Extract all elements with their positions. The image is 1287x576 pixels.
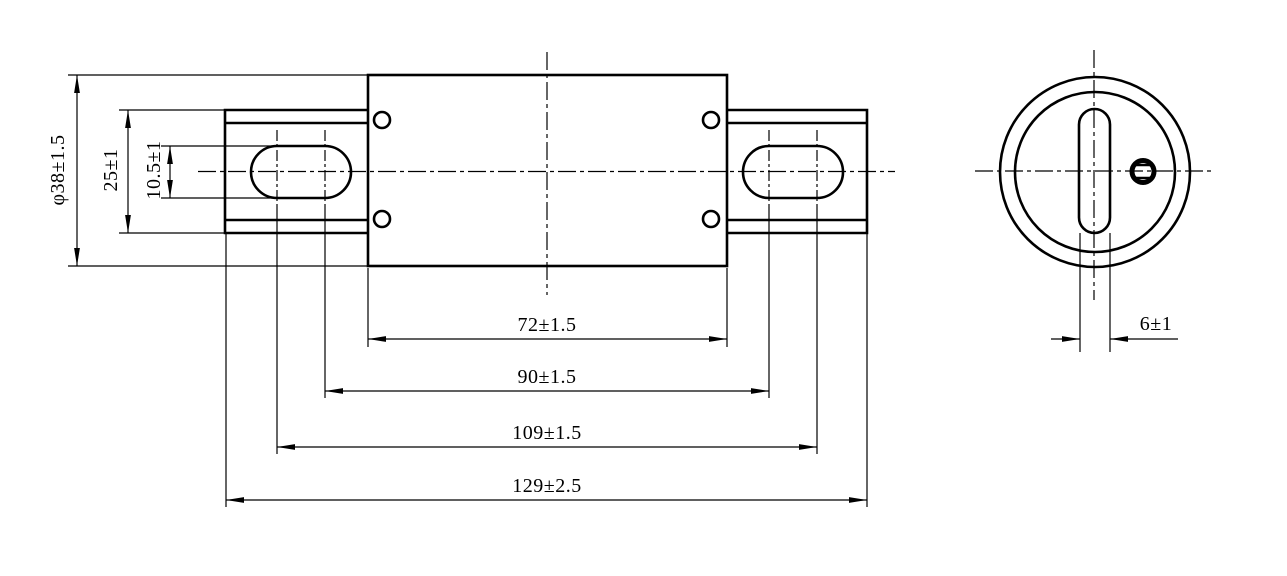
- dim-label-slot-width: 10.5±1: [143, 141, 165, 200]
- left-tab: [223, 108, 368, 235]
- right-tab-slot: [741, 144, 845, 200]
- body-outer-circle: [998, 75, 1192, 269]
- rivet-holes: [372, 110, 721, 229]
- tab-profile: [1077, 107, 1112, 235]
- body-outline: [366, 73, 729, 268]
- body-inner-circle: [1013, 90, 1177, 254]
- extension-lines: [68, 74, 868, 507]
- dim-label-slot-centers-outer: 109±1.5: [512, 422, 581, 444]
- dimension-lines: [74, 75, 867, 503]
- left-tab-slot: [249, 144, 353, 200]
- rivet-hole: [372, 209, 392, 229]
- side-view: 6±1: [975, 50, 1214, 352]
- dim-label-body-length: 72±1.5: [518, 314, 577, 336]
- right-tab-outline: [727, 108, 869, 235]
- dim-label-body-diameter: φ38±1.5: [47, 134, 69, 205]
- rivet-hole: [701, 209, 721, 229]
- right-tab: [727, 108, 869, 235]
- dim-label-slot-centers-inner: 90±1.5: [518, 366, 577, 388]
- dim-label-overall-length: 129±2.5: [512, 475, 581, 497]
- screw-head-ring: [1129, 158, 1157, 185]
- screw-head: [1129, 158, 1157, 185]
- left-tab-outline: [223, 108, 368, 235]
- slot-centerlines: [276, 130, 818, 454]
- dim-label-tab-width: 25±1: [100, 149, 122, 192]
- front-view: φ38±1.5 25±1 10.5±1 72±1.5 90±1.5 109±1.…: [47, 52, 895, 507]
- rivet-hole: [372, 110, 392, 130]
- rivet-hole: [701, 110, 721, 130]
- tab-edge-view: [1077, 107, 1112, 352]
- dim-label-tab-thickness: 6±1: [1140, 313, 1172, 335]
